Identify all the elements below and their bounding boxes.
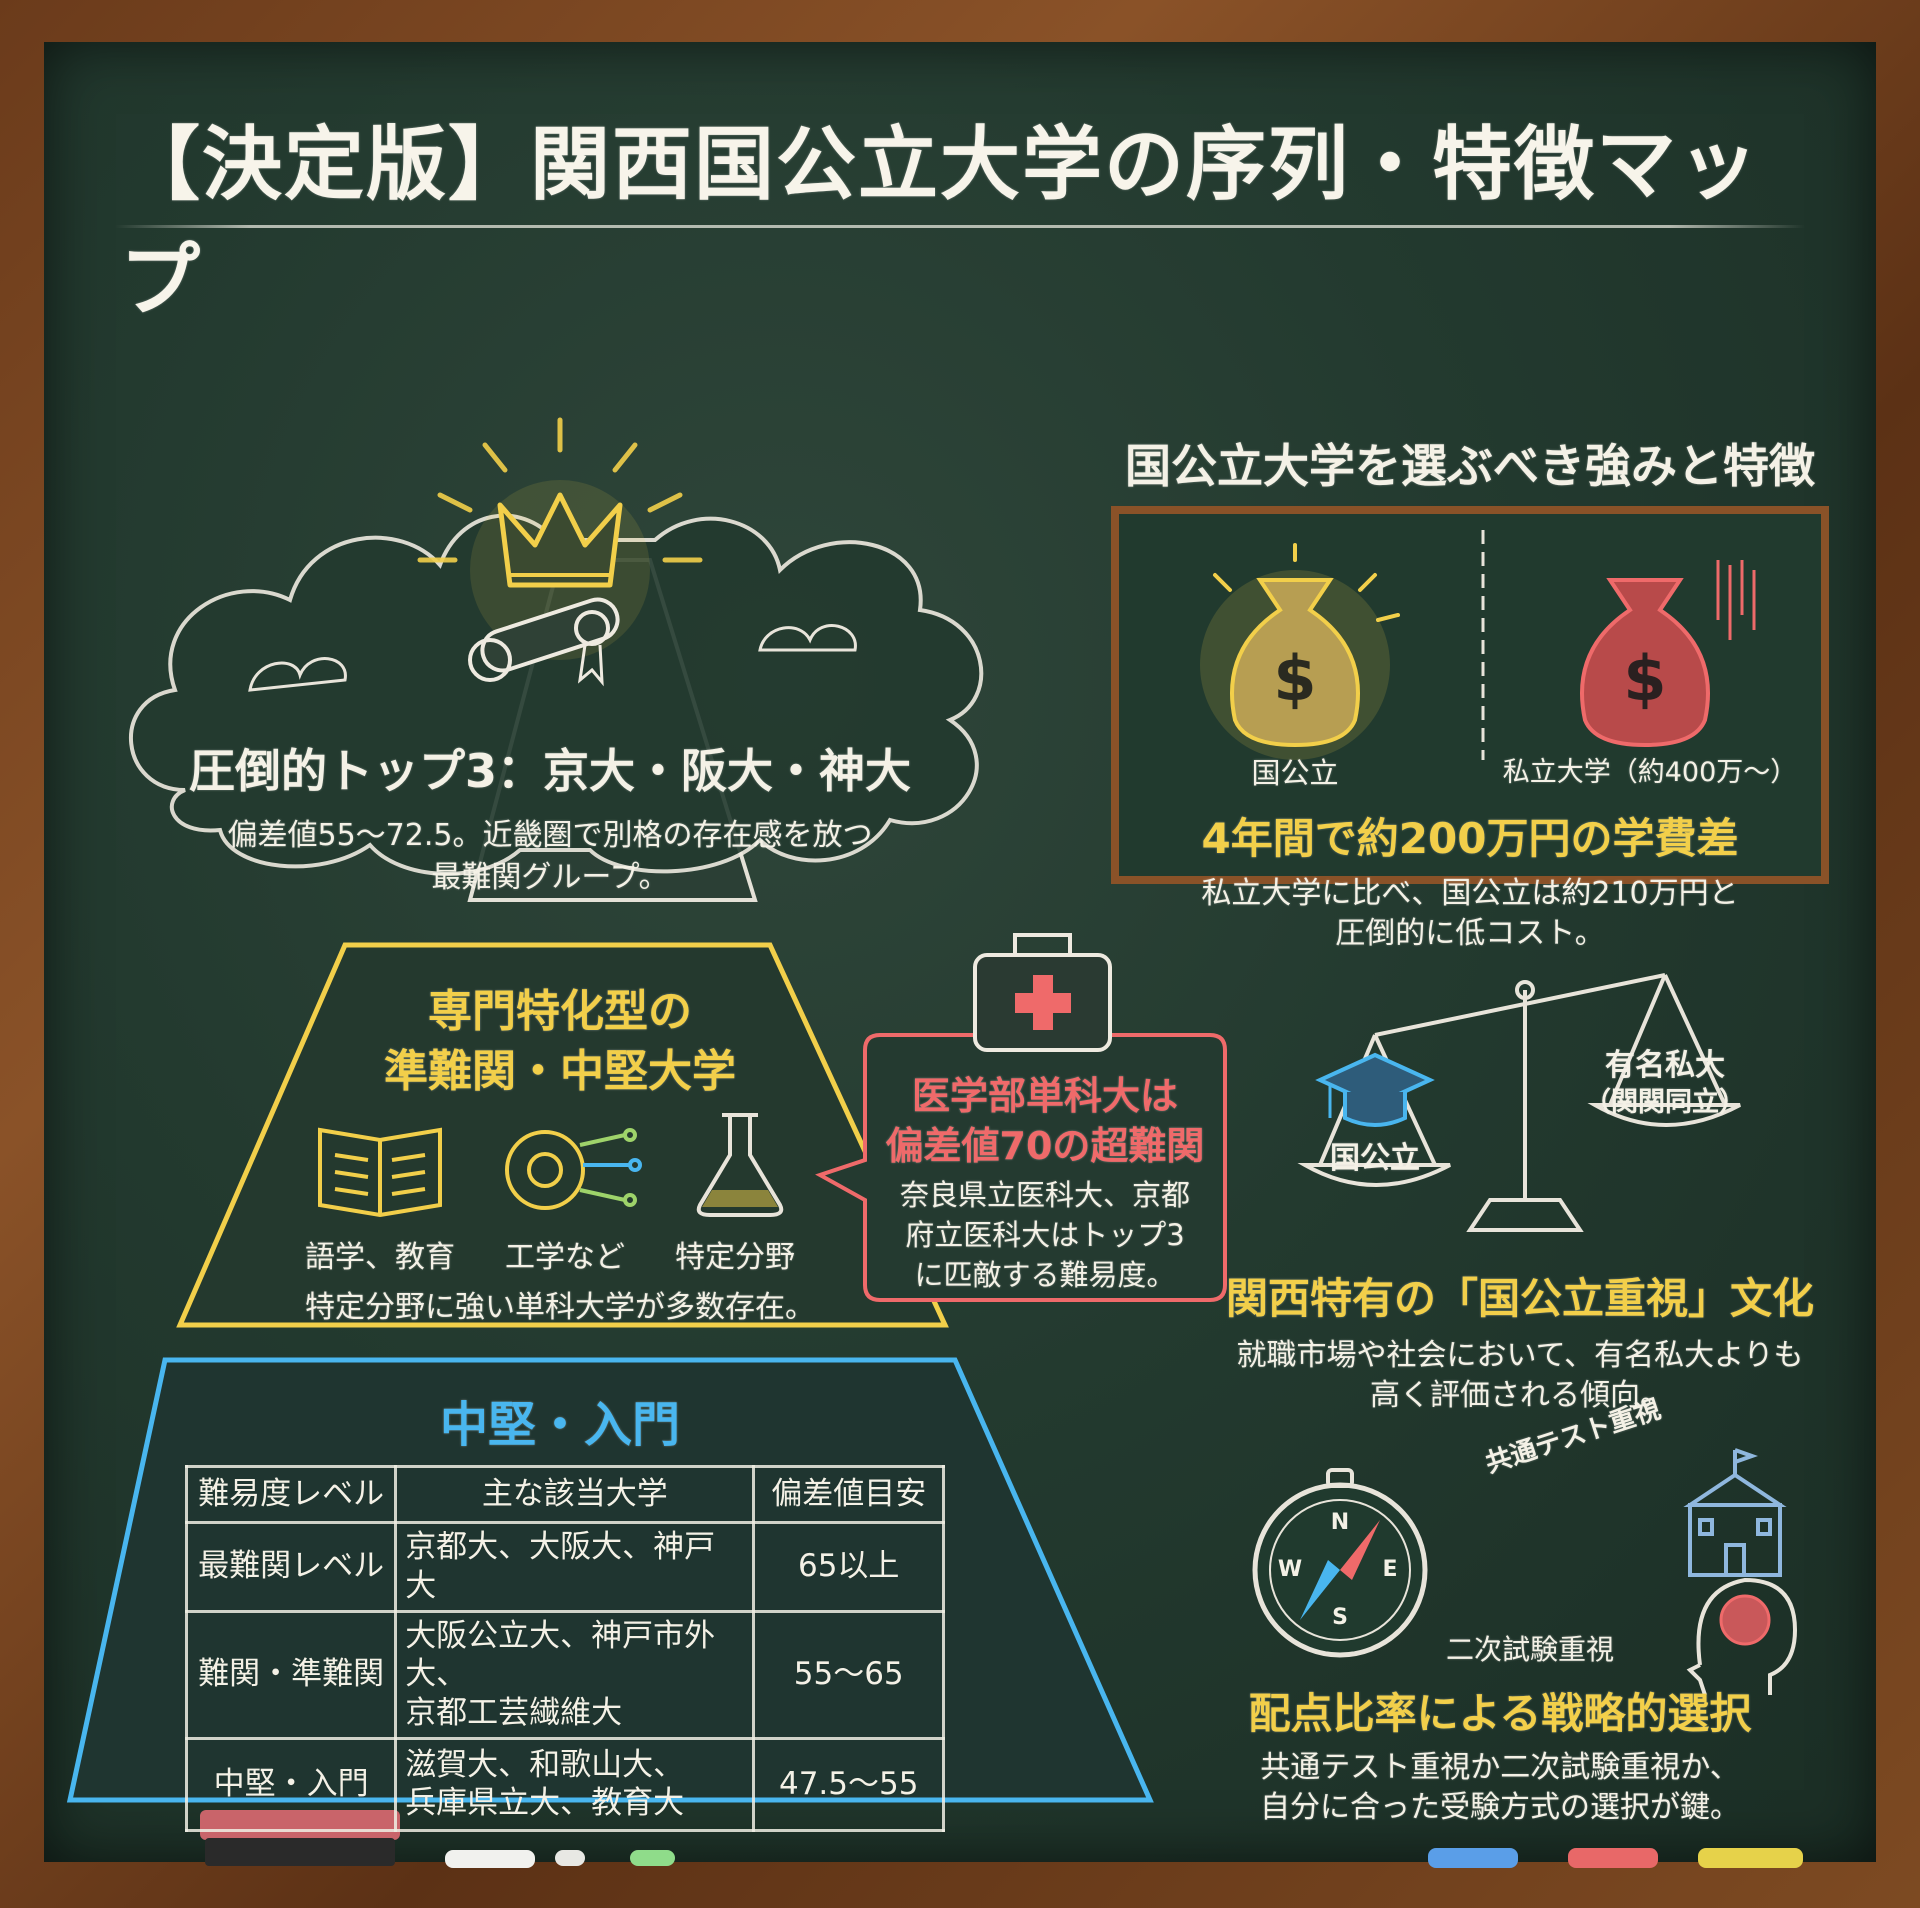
icon-label-engineering: 工学など xyxy=(505,1240,625,1275)
icon-label-specific: 特定分野 xyxy=(675,1240,795,1275)
table-cell-university: 大阪公立大、神戸市外大、 京都工芸繊維大 xyxy=(394,1609,756,1740)
table-header-row: 難易度レベル 主な該当大学 偏差値目安 xyxy=(184,1465,945,1524)
strengths-heading: 国公立大学を選ぶべき強みと特徴 xyxy=(1125,439,1815,493)
table-header-score: 偏差値目安 xyxy=(752,1465,945,1524)
flask-icon xyxy=(696,1113,784,1217)
school-building-icon xyxy=(1683,1448,1787,1577)
medical-heading-2: 偏差値70の超難関 xyxy=(885,1124,1205,1168)
table-row: 難関・準難関 大阪公立大、神戸市外大、 京都工芸繊維大 55〜65 xyxy=(184,1609,945,1740)
red-chalk xyxy=(1568,1848,1658,1868)
white-chalk xyxy=(445,1850,535,1868)
middle-tier-desc: 特定分野に強い単科大学が多数存在。 xyxy=(305,1290,815,1325)
level-table: 難易度レベル 主な該当大学 偏差値目安 最難関レベル 京都大、大阪大、神戸大 6… xyxy=(184,1465,945,1832)
medical-kit-icon xyxy=(973,933,1112,1052)
blue-chalk xyxy=(1428,1848,1518,1868)
gear-circuit-icon xyxy=(505,1128,642,1210)
svg-text:$: $ xyxy=(1273,642,1316,715)
green-chalk xyxy=(630,1850,675,1866)
university-line: 滋賀大、和歌山大、 xyxy=(405,1746,685,1783)
table-row: 中堅・入門 滋賀大、和歌山大、 兵庫県立大、教育大 47.5〜55 xyxy=(184,1736,945,1832)
scale-right-label-1: 有名私大 xyxy=(1605,1048,1725,1083)
second-exam-label: 二次試験重視 xyxy=(1445,1633,1614,1666)
table-cell-level: 難関・準難関 xyxy=(184,1609,398,1740)
university-line: 大阪公立大、神戸市外大、 xyxy=(405,1617,716,1693)
book-icon xyxy=(318,1127,442,1218)
svg-text:$: $ xyxy=(1623,642,1666,715)
table-cell-level: 中堅・入門 xyxy=(184,1736,398,1832)
table-cell-score: 47.5〜55 xyxy=(752,1736,945,1832)
university-line: 兵庫県立大、教育大 xyxy=(405,1785,685,1822)
strategy-desc-1: 共通テスト重視か二次試験重視か、 xyxy=(1260,1750,1740,1785)
diploma-scroll-icon xyxy=(468,597,620,687)
compass-north: N xyxy=(1330,1510,1350,1535)
cost-right-label: 私立大学（約400万〜） xyxy=(1502,757,1798,788)
crown-icon xyxy=(497,492,623,588)
middle-tier-heading-2: 準難関・中堅大学 xyxy=(384,1046,736,1097)
strategy-desc-2: 自分に合った受験方式の選択が鍵。 xyxy=(1260,1790,1740,1825)
cost-left-label: 国公立 xyxy=(1251,756,1339,790)
medical-desc-1: 奈良県立医科大、京都 xyxy=(899,1178,1190,1212)
page-title: 【決定版】関西国公立大学の序列・特徴マップ xyxy=(120,118,1760,327)
graduation-cap-icon xyxy=(1315,1052,1435,1127)
medical-desc-3: に匹敵する難易度。 xyxy=(914,1258,1176,1292)
scale-left-label: 国公立 xyxy=(1330,1141,1420,1176)
table-cell-score: 55〜65 xyxy=(752,1609,945,1740)
table-header-level: 難易度レベル xyxy=(184,1465,398,1524)
compass-south: S xyxy=(1332,1605,1348,1630)
brain-head-icon xyxy=(1686,1577,1798,1696)
scale-right-label-2: （関関同立） xyxy=(1584,1087,1746,1118)
table-cell-university: 滋賀大、和歌山大、 兵庫県立大、教育大 xyxy=(394,1736,756,1832)
white-chalk-piece xyxy=(555,1850,585,1866)
middle-tier-heading-1: 専門特化型の xyxy=(428,986,692,1037)
top-tier-desc-1: 偏差値55〜72.5。近畿圏で別格の存在感を放つ xyxy=(227,818,873,853)
table-cell-university: 京都大、大阪大、神戸大 xyxy=(394,1521,756,1613)
cost-desc-1: 私立大学に比べ、国公立は約210万円と xyxy=(1201,876,1739,911)
university-line: 京都工芸繊維大 xyxy=(405,1695,623,1731)
strategy-heading: 配点比率による戦略的選択 xyxy=(1248,1689,1752,1738)
top-tier-heading: 圧倒的トップ3：京大・阪大・神大 xyxy=(188,744,911,798)
money-bag-gold-icon: $ xyxy=(1200,543,1400,760)
culture-heading: 関西特有の「国公立重視」文化 xyxy=(1225,1274,1814,1323)
compass-east: E xyxy=(1382,1557,1398,1582)
cost-desc-2: 圧倒的に低コスト。 xyxy=(1335,916,1605,951)
yellow-chalk xyxy=(1698,1848,1803,1868)
top-tier-desc-2: 最難関グループ。 xyxy=(431,860,669,895)
bottom-tier-heading: 中堅・入門 xyxy=(439,1397,680,1453)
culture-desc-2: 高く評価される傾向。 xyxy=(1370,1378,1670,1413)
table-cell-level: 最難関レベル xyxy=(184,1521,398,1613)
table-cell-score: 65以上 xyxy=(752,1521,945,1613)
table-header-university: 主な該当大学 xyxy=(394,1465,756,1524)
table-row: 最難関レベル 京都大、大阪大、神戸大 65以上 xyxy=(184,1521,945,1613)
cost-heading: 4年間で約200万円の学費差 xyxy=(1201,814,1739,863)
medical-desc-2: 府立医科大はトップ3 xyxy=(905,1218,1185,1252)
compass-west: W xyxy=(1277,1557,1303,1582)
icon-label-languages: 語学、教育 xyxy=(305,1240,455,1275)
medical-heading-1: 医学部単科大は xyxy=(911,1074,1178,1118)
university-line: 京都大、大阪大、神戸大 xyxy=(405,1529,716,1604)
compass-icon xyxy=(1252,1468,1428,1658)
culture-desc-1: 就職市場や社会において、有名私大よりも xyxy=(1236,1338,1804,1373)
title-underline xyxy=(115,225,1805,228)
money-bag-red-icon: $ xyxy=(1580,560,1756,748)
